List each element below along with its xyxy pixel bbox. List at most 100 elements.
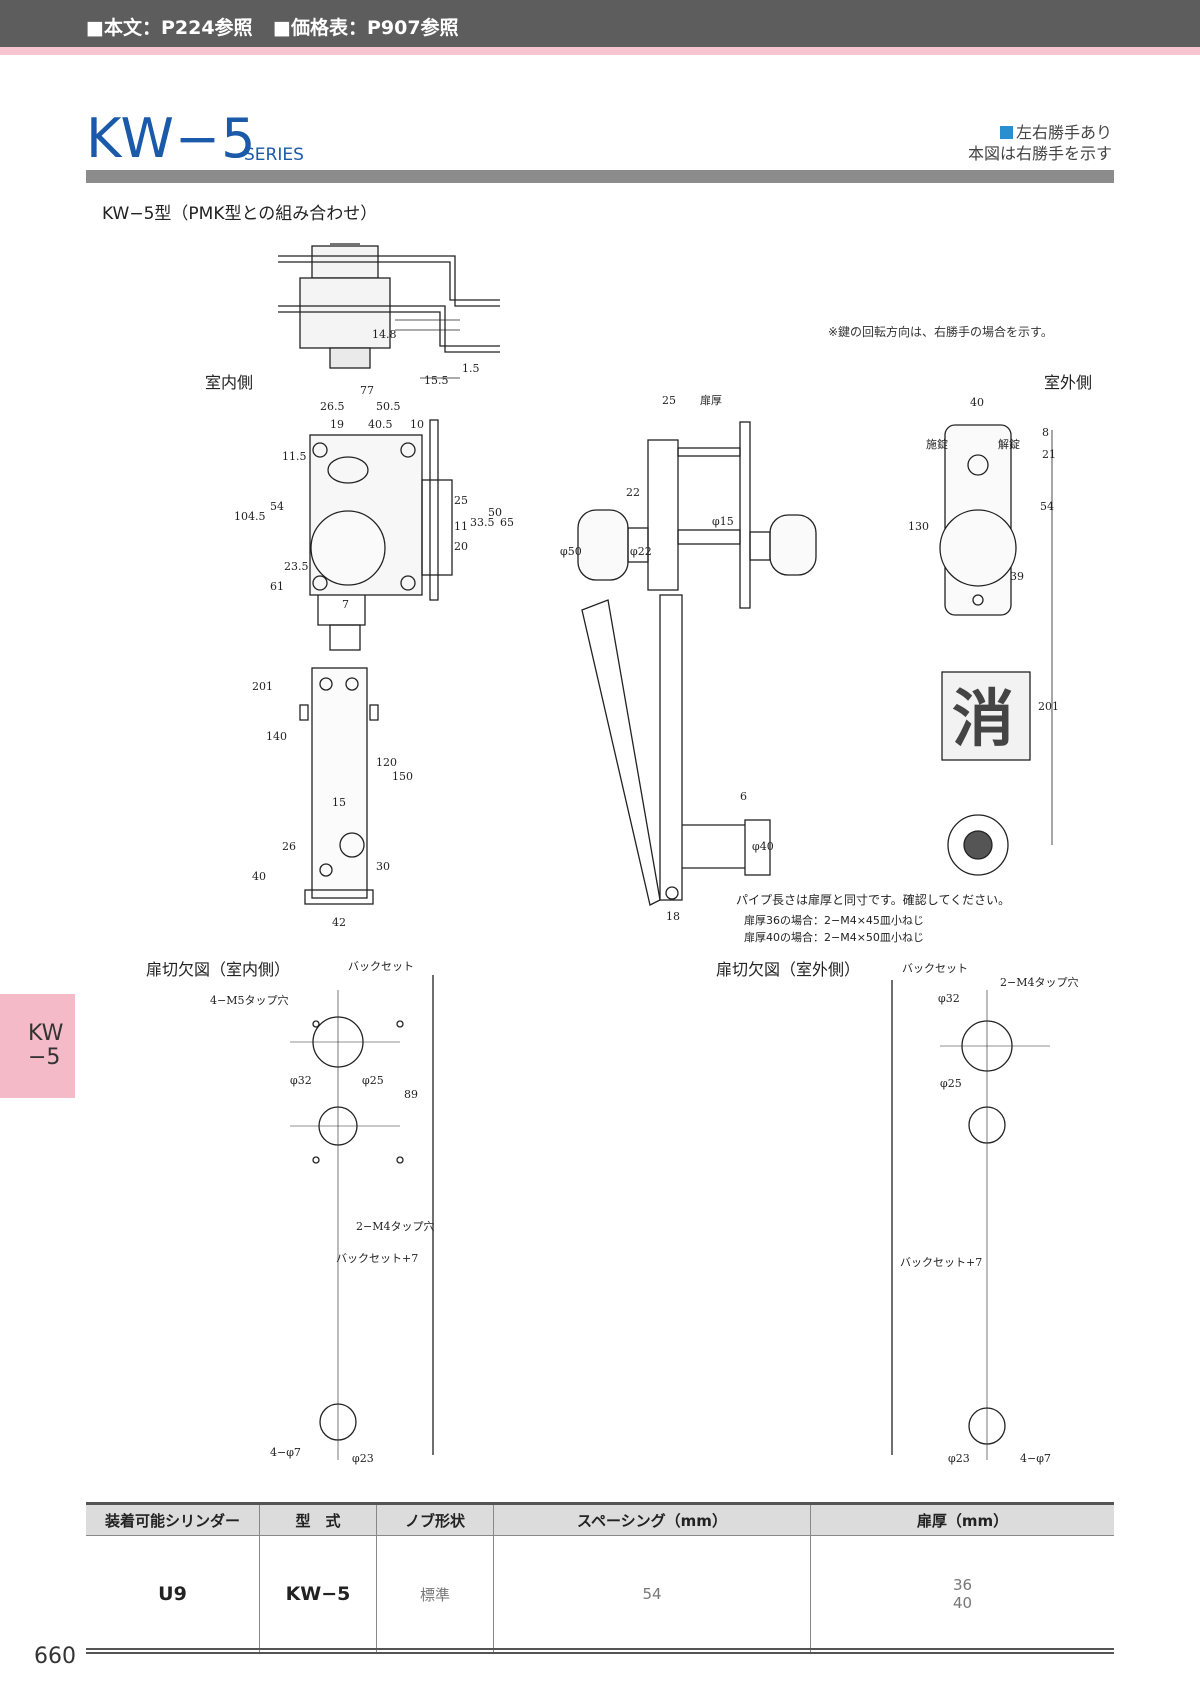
dim-22: 22 (626, 486, 640, 499)
cell-model: KW−5 (259, 1535, 377, 1653)
handedness-note: 左右勝手あり 本図は右勝手を示す (967, 123, 1112, 163)
table-row: U9 KW−5 標準 54 36 40 (86, 1535, 1114, 1653)
dim-50: 50 (488, 506, 502, 519)
dim-26-5: 26.5 (320, 400, 345, 413)
dia32-outdoor: φ32 (938, 992, 960, 1005)
cell-spacing: 54 (493, 1535, 811, 1653)
door-thickness-label: 扉厚 (700, 394, 722, 407)
dim-54: 54 (270, 500, 284, 513)
dim-7: 7 (342, 598, 349, 611)
footer-rule (86, 1648, 1114, 1650)
dim-15-5: 15.5 (424, 374, 449, 387)
technical-drawing: 室内側 室外側 ※鍵の回転方向は、右勝手の場合を示す。 扉厚 施錠 解錠 消 パ… (146, 243, 1092, 1465)
screw-note-36: 扉厚36の場合：2−M4×45皿小ねじ (744, 913, 924, 927)
indoor-side-label: 室内側 (205, 373, 253, 392)
cell-cylinder: U9 (86, 1535, 260, 1653)
header-knob: ノブ形状 (376, 1503, 494, 1536)
dim-140: 140 (266, 730, 287, 743)
dim-50-5: 50.5 (376, 400, 401, 413)
dim-42: 42 (332, 916, 346, 929)
dim-19: 19 (330, 418, 344, 431)
page-title-suffix: SERIES (244, 145, 304, 165)
outdoor-side-label: 室外側 (1044, 373, 1092, 392)
page-number: 660 (34, 1644, 76, 1669)
dim-33-5: 33.5 (470, 516, 495, 529)
cell-thickness: 36 40 (810, 1535, 1114, 1653)
page-title: KW−5 (86, 107, 257, 170)
indoor-view (299, 419, 453, 905)
dim-54-outdoor: 54 (1040, 500, 1054, 513)
outdoor-cutout (891, 980, 1050, 1460)
dim-120: 120 (376, 756, 397, 769)
dia50-label: φ50 (560, 545, 582, 558)
dim-130: 130 (908, 520, 929, 533)
dim-39: 39 (1010, 570, 1024, 583)
header-thickness: 扉厚（mm） (810, 1503, 1114, 1536)
hole-label-outdoor: 4−φ7 (1020, 1452, 1051, 1465)
tap-m5-label: 4−M5タップ穴 (210, 993, 288, 1007)
dim-6: 6 (740, 790, 747, 803)
fire-plate-character: 消 (952, 682, 1014, 755)
price-reference: ■価格表：P907参照 (273, 17, 459, 39)
dim-104-5: 104.5 (234, 510, 266, 523)
dim-8: 8 (1042, 426, 1049, 439)
dia23-indoor: φ23 (352, 1452, 374, 1465)
pipe-note: パイプ長さは扉厚と同寸です。確認してください。 (736, 892, 1010, 907)
dim-18: 18 (666, 910, 680, 923)
backset-label-indoor: バックセット (348, 960, 414, 973)
cutout-outdoor-title: 扉切欠図（室外側） (716, 960, 860, 979)
dim-25: 25 (454, 494, 468, 507)
lock-label: 施錠 (926, 437, 948, 451)
screw-note-40: 扉厚40の場合：2−M4×50皿小ねじ (744, 930, 924, 944)
bullet-square-icon (999, 126, 1013, 139)
dia32-indoor: φ32 (290, 1074, 312, 1087)
hole-label-indoor: 4−φ7 (270, 1446, 301, 1459)
section-view (278, 243, 500, 379)
backset-plus7-outdoor: バックセット+7 (900, 1256, 982, 1269)
dim-40-5: 40.5 (368, 418, 393, 431)
dim-25-side: 25 (662, 394, 676, 407)
drawing-subtitle: KW−5型（PMK型との組み合わせ） (102, 204, 378, 224)
backset-label-outdoor: バックセット (902, 962, 968, 975)
dia22-label: φ22 (630, 545, 652, 558)
dim-201-outdoor: 201 (1038, 700, 1059, 713)
dim-201: 201 (252, 680, 273, 693)
dia25-indoor: φ25 (362, 1074, 384, 1087)
dim-14-8: 14.8 (372, 328, 397, 341)
dim-30: 30 (376, 860, 390, 873)
dia40-label: φ40 (752, 840, 774, 853)
dia25-outdoor: φ25 (940, 1077, 962, 1090)
outdoor-view (939, 424, 1053, 876)
dim-11: 11 (454, 520, 468, 533)
dim-11-5: 11.5 (282, 450, 307, 463)
dim-77: 77 (360, 384, 374, 397)
dim-150: 150 (392, 770, 413, 783)
spec-table: 装着可能シリンダー 型 式 ノブ形状 スペーシング（mm） 扉厚（mm） U9 … (86, 1502, 1114, 1654)
table-header-row: 装着可能シリンダー 型 式 ノブ形状 スペーシング（mm） 扉厚（mm） (86, 1503, 1114, 1536)
header-bar: ■本文：P224参照 ■価格表：P907参照 (0, 0, 1200, 47)
rotation-note: ※鍵の回転方向は、右勝手の場合を示す。 (828, 324, 1053, 339)
dim-1-5: 1.5 (462, 362, 480, 375)
header-cylinder: 装着可能シリンダー (86, 1503, 260, 1536)
dim-23-5: 23.5 (284, 560, 309, 573)
side-view (577, 421, 817, 906)
dim-20: 20 (454, 540, 468, 553)
dim-89: 89 (404, 1088, 418, 1101)
dim-26: 26 (282, 840, 296, 853)
dia23-outdoor: φ23 (948, 1452, 970, 1465)
tap-m4-label-outdoor: 2−M4タップ穴 (1000, 975, 1078, 989)
dim-10: 10 (410, 418, 424, 431)
dim-40: 40 (252, 870, 266, 883)
dim-61: 61 (270, 580, 284, 593)
header-spacing: スペーシング（mm） (493, 1503, 811, 1536)
dim-65: 65 (500, 516, 514, 529)
dim-15: 15 (332, 796, 346, 809)
header-model: 型 式 (259, 1503, 377, 1536)
dim-21: 21 (1042, 448, 1056, 461)
cutout-indoor-title: 扉切欠図（室内側） (146, 960, 290, 979)
tap-m4-label-indoor: 2−M4タップ穴 (356, 1219, 434, 1233)
section-side-tab: KW −5 (0, 994, 75, 1098)
dia15-label: φ15 (712, 515, 734, 528)
dim-40-outdoor: 40 (970, 396, 984, 409)
indoor-cutout (290, 975, 434, 1460)
